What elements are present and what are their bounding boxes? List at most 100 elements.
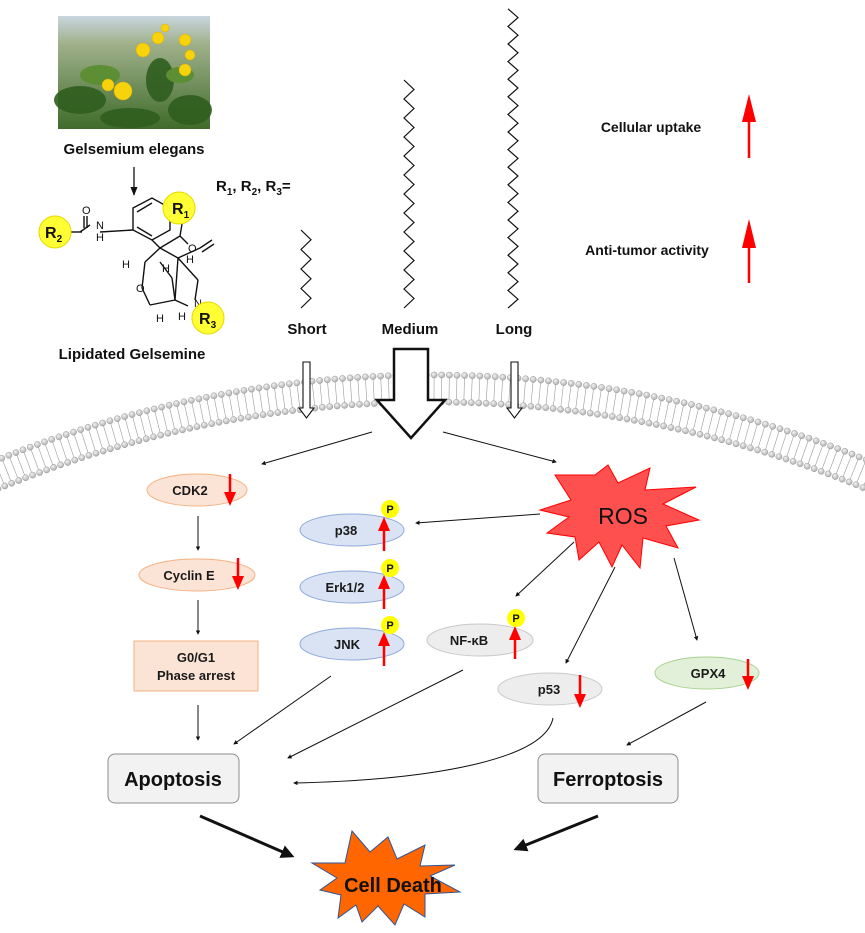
pathway-arrows [195, 431, 707, 786]
svg-text:ROS: ROS [598, 503, 648, 529]
p38-up-arrow [378, 517, 390, 551]
membrane-outer-head [19, 446, 27, 454]
membrane-inner-head [601, 411, 609, 419]
membrane-inner-head [467, 399, 475, 407]
jnk-phospho-badge: P [381, 616, 399, 634]
membrane-inner-head [1, 482, 9, 490]
membrane-outer-head [165, 401, 173, 409]
medium-uptake-arrow [374, 347, 448, 440]
membrane-inner-head [803, 462, 811, 470]
node-jnk[interactable]: JNK [299, 627, 405, 661]
svg-text:GPX4: GPX4 [691, 666, 726, 681]
membrane-outer-head [143, 407, 151, 415]
membrane-outer-head [658, 394, 666, 402]
membrane-inner-head [171, 428, 179, 435]
membrane-inner-head [696, 430, 704, 438]
node-apoptosis[interactable]: Apoptosis [107, 753, 240, 804]
nf-kb-phospho-badge: P [507, 609, 525, 627]
svg-text:p38: p38 [335, 523, 357, 538]
membrane-inner-head [363, 400, 371, 408]
node-cdk2[interactable]: CDK2 [146, 473, 248, 507]
membrane-inner-head [200, 421, 208, 429]
arrow-ros-to-p53 [565, 566, 616, 664]
gpx4-down-arrow [742, 659, 754, 690]
atom-h5: H [156, 313, 164, 325]
atom-n-amide: N [96, 220, 104, 232]
trend-label-cellular-uptake: Cellular uptake [601, 119, 702, 135]
membrane-inner-head [747, 444, 754, 452]
membrane-outer-head [695, 402, 703, 410]
atom-o-amide: O [82, 205, 91, 217]
svg-text:Phase arrest: Phase arrest [157, 668, 236, 683]
membrane-outer-head [114, 415, 121, 423]
node-p53[interactable]: p53 [497, 672, 603, 706]
trend-label-anti-tumor-activity: Anti-tumor activity [585, 242, 709, 258]
node-nf-kb[interactable]: NF-κB [426, 623, 534, 657]
arrow-apoptosis-to-cell-death [199, 814, 295, 858]
membrane-outer-head [293, 379, 301, 387]
node-gpx4[interactable]: GPX4 [654, 656, 760, 690]
membrane-outer-head [545, 377, 552, 385]
membrane-inner-head [586, 409, 594, 417]
node-g0g1-phase-arrest[interactable]: G0/G1 Phase arrest [133, 640, 259, 692]
r2-badge: R2 [38, 215, 72, 249]
membrane-outer-head [650, 393, 658, 400]
membrane-inner-head [754, 446, 761, 454]
svg-text:Cyclin E: Cyclin E [163, 568, 215, 583]
membrane-inner-head [326, 403, 334, 410]
membrane-outer-head [754, 418, 762, 426]
node-cyclin-e[interactable]: Cyclin E [138, 558, 256, 592]
membrane-inner-head [660, 422, 667, 430]
nf-kb-up-arrow [509, 626, 521, 659]
membrane-outer-head [0, 454, 5, 462]
membrane-outer-head [5, 451, 13, 459]
membrane-inner-head [341, 402, 348, 409]
chain-long [507, 8, 519, 309]
membrane-outer-head [203, 393, 210, 401]
membrane-inner-head [245, 413, 252, 421]
arrow-gpx4-to-ferroptosis [626, 701, 707, 746]
erk-up-arrow [378, 575, 390, 609]
membrane-inner-head [609, 413, 616, 420]
svg-text:JNK: JNK [334, 637, 361, 652]
atom-h1: H [122, 259, 130, 271]
membrane-inner-head [289, 407, 296, 414]
membrane-inner-head [711, 434, 718, 442]
membrane-outer-head [673, 397, 680, 405]
membrane-inner-head [824, 470, 832, 478]
arrow-to-cell-cycle [261, 431, 373, 466]
cell-membrane [0, 371, 865, 492]
svg-text:p53: p53 [538, 682, 560, 697]
membrane-outer-head [92, 421, 99, 429]
erk-phospho-badge: P [381, 559, 399, 577]
membrane-outer-head [855, 453, 863, 461]
r1-badge: R1 [162, 191, 196, 225]
svg-text:P: P [386, 563, 393, 575]
r-groups-label: R1, R2, R3= [216, 178, 291, 198]
membrane-inner-head [43, 466, 50, 474]
node-cell-death[interactable]: Cell Death [310, 829, 462, 926]
node-ros[interactable]: ROS [538, 464, 701, 570]
membrane-inner-head [460, 399, 468, 406]
node-ferroptosis[interactable]: Ferroptosis [537, 753, 679, 804]
membrane-outer-head [446, 371, 453, 379]
node-p38[interactable]: p38 [299, 513, 405, 547]
anti-tumor-up-arrow [742, 219, 756, 283]
membrane-inner-head [852, 481, 860, 489]
membrane-inner-head [281, 408, 289, 415]
membrane-inner-head [267, 410, 274, 417]
membrane-inner-head [475, 399, 483, 407]
membrane-inner-head [50, 464, 57, 471]
membrane-inner-head [208, 420, 215, 428]
membrane-inner-head [838, 475, 846, 483]
membrane-outer-head [188, 396, 195, 404]
membrane-outer-head [180, 398, 188, 406]
membrane-inner-head [645, 419, 653, 427]
atom-n-amine: N [194, 298, 202, 310]
atom-h2: H [186, 254, 194, 266]
node-erk1-2[interactable]: Erk1/2 [299, 570, 405, 604]
alkyl-chains [300, 8, 519, 309]
membrane-outer-head [643, 391, 651, 399]
svg-text:P: P [386, 504, 393, 516]
